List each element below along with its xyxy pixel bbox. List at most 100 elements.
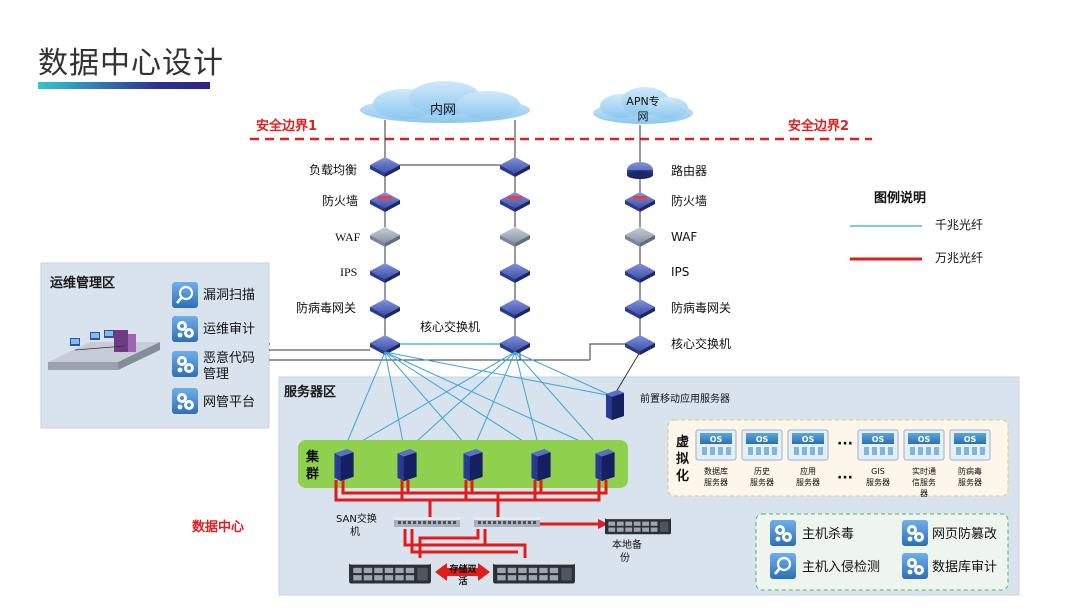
backup-label-line2: 份 xyxy=(620,552,630,564)
legend-title: 图例说明 xyxy=(874,190,926,206)
os-label: OS xyxy=(756,435,769,444)
vm-ellipsis-top: ··· xyxy=(837,436,853,452)
vm-label-l1: 数据库 xyxy=(704,466,728,476)
vm-label-l1: 防病毒 xyxy=(958,466,982,476)
label-waf-left: WAF xyxy=(335,230,361,244)
vm-chip-icon xyxy=(888,447,893,455)
vm-chip-icon xyxy=(794,447,799,455)
storage-label-line1: 存储双 xyxy=(449,563,476,575)
ops-audit-icon xyxy=(172,316,198,342)
ops-item-vuln-scan: 漏洞扫描 xyxy=(203,287,255,303)
chain-links xyxy=(269,120,641,393)
vm-label-l3: 器 xyxy=(920,489,928,498)
legend-10g-label: 万兆光纤 xyxy=(935,251,983,265)
san-switch-1 xyxy=(394,517,460,527)
label-ips-left: IPS xyxy=(340,265,357,279)
backup-arrow-head xyxy=(598,519,608,529)
ops-items: 漏洞扫描 运维审计 恶意代码 管理 网管平台 xyxy=(172,282,255,414)
nms-platform-icon xyxy=(172,388,198,414)
vm-list: OS数据库服务器OS历史服务器OS应用服务器OSGIS服务器OS实时通信服务器O… xyxy=(695,429,991,498)
virt-char-1: 虚 xyxy=(676,434,689,450)
boundary-1-label: 安全边界1 xyxy=(256,118,317,134)
host-av-icon xyxy=(770,520,796,546)
os-label: OS xyxy=(964,435,977,444)
vm-label-l2: 服务器 xyxy=(796,477,820,487)
label-load-balancer: 负载均衡 xyxy=(309,163,357,177)
label-waf-right: WAF xyxy=(671,230,697,244)
datacenter-label: 数据中心 xyxy=(192,519,244,535)
cluster-label-2: 群 xyxy=(306,466,319,482)
os-badge xyxy=(792,433,824,444)
os-label: OS xyxy=(802,435,815,444)
vm-ellipsis-bottom: ··· xyxy=(837,470,853,486)
ops-item-ops-audit: 运维审计 xyxy=(203,322,255,337)
vm-chip-icon xyxy=(772,447,777,455)
server-zone-title: 服务器区 xyxy=(284,384,336,400)
storage-array-left xyxy=(349,559,431,584)
label-av-gateway-left: 防病毒网关 xyxy=(296,300,356,315)
tengig-fiber-links xyxy=(334,480,608,558)
virt-char-2: 拟 xyxy=(676,451,689,467)
san-label-line2: 机 xyxy=(350,525,360,538)
vm-chip-icon xyxy=(802,447,807,455)
os-badge xyxy=(954,433,986,444)
label-ips-right: IPS xyxy=(671,265,689,279)
virt-char-3: 化 xyxy=(676,468,689,484)
apn-label-line2: 网 xyxy=(638,110,649,123)
intranet-label: 内网 xyxy=(430,102,456,118)
boundary-2-label: 安全边界2 xyxy=(788,118,849,134)
front-server-icon xyxy=(606,390,624,420)
page-title: 数据中心设计 xyxy=(38,46,224,81)
label-av-gateway-right: 防病毒网关 xyxy=(671,300,731,315)
label-router: 路由器 xyxy=(671,163,707,178)
ops-item-malware-line1: 恶意代码 xyxy=(203,350,255,366)
san-switch-2 xyxy=(474,517,540,527)
vm-chip-icon xyxy=(934,447,939,455)
os-label: OS xyxy=(918,435,931,444)
os-badge xyxy=(746,433,778,444)
vm-label-l2: 服务器 xyxy=(958,477,982,487)
os-badge xyxy=(908,433,940,444)
label-core-switch-right: 核心交换机 xyxy=(671,336,731,351)
gigabit-fiber-links xyxy=(342,351,613,453)
os-label: OS xyxy=(710,435,723,444)
intranet-cloud: 内网 xyxy=(360,81,530,123)
service-web-tamper: 网页防篡改 xyxy=(932,526,997,542)
vm-label-l1: GIS xyxy=(871,467,885,476)
ops-zone-title: 运维管理区 xyxy=(50,275,115,291)
san-label-line1: SAN交换 xyxy=(336,512,377,525)
vm-chip-icon xyxy=(964,447,969,455)
vm-label-l2: 服务器 xyxy=(750,477,774,487)
service-db-audit: 数据库审计 xyxy=(932,559,997,575)
vm-label-l1: 实时通 xyxy=(912,466,936,476)
vuln-scan-icon xyxy=(172,282,198,308)
storage-array-right xyxy=(493,559,575,584)
vm-chip-icon xyxy=(926,447,931,455)
vm-chip-icon xyxy=(810,447,815,455)
security-services-bg xyxy=(755,513,1009,591)
service-host-av: 主机杀毒 xyxy=(802,527,854,542)
vm-label-l2: 信服务 xyxy=(912,477,936,487)
vm-chip-icon xyxy=(918,447,923,455)
ops-workstation-group xyxy=(48,330,160,370)
backup-label-line1: 本地备 xyxy=(612,538,642,551)
apn-cloud: APN专 网 xyxy=(593,87,693,124)
vm-chip-icon xyxy=(748,447,753,455)
label-firewall-left: 防火墙 xyxy=(322,193,358,208)
apn-label-line1: APN专 xyxy=(626,94,659,108)
vm-chip-icon xyxy=(718,447,723,455)
ops-item-nms: 网管平台 xyxy=(203,395,255,410)
vm-label-l2: 服务器 xyxy=(704,477,728,487)
vm-chip-icon xyxy=(818,447,823,455)
device-icons xyxy=(370,157,655,355)
vm-chip-icon xyxy=(764,447,769,455)
os-label: OS xyxy=(872,435,885,444)
service-host-ids: 主机入侵检测 xyxy=(802,559,880,575)
vm-label-l1: 历史 xyxy=(754,466,770,476)
storage-label-line2: 活 xyxy=(458,575,467,587)
